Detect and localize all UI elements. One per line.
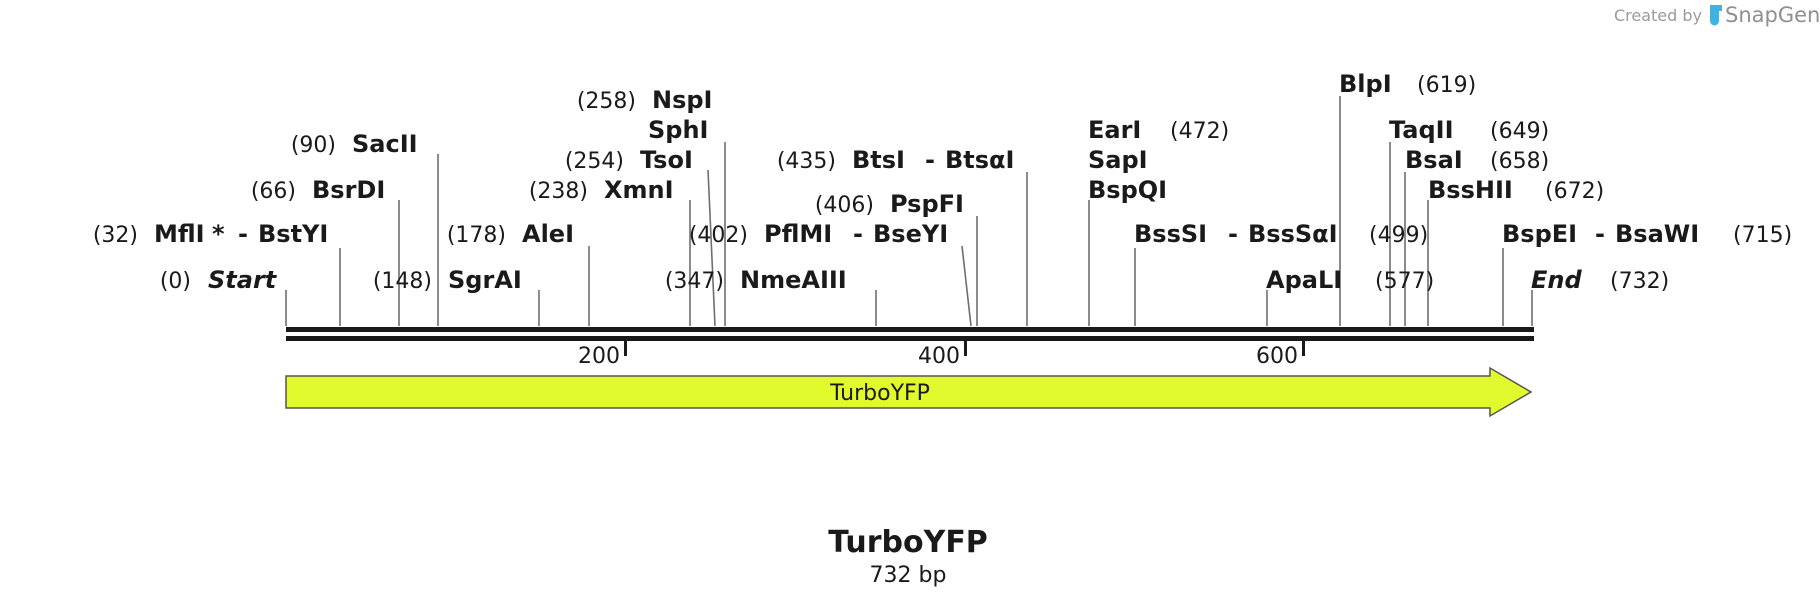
site-position: (472) [1170, 119, 1229, 144]
site-position: (715) [1733, 223, 1792, 248]
site-dash: - [925, 146, 935, 174]
sequence-title: TurboYFP [828, 525, 988, 560]
site-position: (90) [291, 133, 336, 158]
site-position: (649) [1490, 119, 1549, 144]
credit-text: Created by [1614, 6, 1702, 25]
site-enzyme-bspqi[interactable]: BspQI [1088, 176, 1167, 204]
site-position: (238) [529, 179, 588, 204]
site-enzyme-alei[interactable]: AleI [522, 220, 574, 248]
site-position: (258) [577, 89, 636, 114]
site-enzyme-sgrai[interactable]: SgrAI [448, 266, 522, 294]
site-position: (148) [373, 269, 432, 294]
feature-label: TurboYFP [829, 381, 930, 406]
site-dash: - [238, 220, 248, 248]
marker-position: (0) [160, 269, 191, 294]
site-position: (406) [815, 193, 874, 218]
marker-start[interactable]: Start [208, 266, 278, 294]
site-enzyme-xmni[interactable]: XmnI [604, 176, 674, 204]
site-position: (435) [777, 149, 836, 174]
site-enzyme-sphi[interactable]: SphI [648, 116, 708, 144]
cut-line-pflmi [961, 245, 972, 327]
snapgene-logo-icon [1710, 5, 1722, 26]
axis-ticks: 200 400 600 [578, 341, 1305, 369]
site-enzyme-btsai[interactable]: BtsαI [945, 146, 1014, 174]
site-enzyme-taqii[interactable]: TaqII [1389, 116, 1454, 144]
sequence-length: 732 bp [870, 563, 947, 588]
site-enzyme-bseyi[interactable]: BseYI [873, 220, 948, 248]
marker-end[interactable]: End [1531, 266, 1582, 294]
site-enzyme-nspi[interactable]: NspI [652, 86, 712, 114]
site-enzyme-pflmi[interactable]: PflMI [764, 220, 832, 248]
dna-backbone [286, 327, 1534, 341]
site-enzyme-btsi[interactable]: BtsI [852, 146, 905, 174]
site-enzyme-bsawi[interactable]: BsaWI [1615, 220, 1699, 248]
site-dash: - [1595, 220, 1605, 248]
site-enzyme-pspfi[interactable]: PspFI [890, 190, 964, 218]
site-position: (178) [447, 223, 506, 248]
cut-line-tsoi [707, 169, 716, 327]
site-enzyme-mfli[interactable]: MflI [154, 220, 205, 248]
site-position: (499) [1369, 223, 1428, 248]
site-enzyme-bsai[interactable]: BsaI [1405, 146, 1463, 174]
site-enzyme-bsrdi[interactable]: BsrDI [312, 176, 385, 204]
axis-tick-label: 400 [918, 344, 960, 369]
site-position: (658) [1490, 149, 1549, 174]
site-enzyme-sapi[interactable]: SapI [1088, 146, 1148, 174]
site-enzyme-bspei[interactable]: BspEI [1502, 220, 1577, 248]
site-enzyme-bstyi[interactable]: BstYI [258, 220, 328, 248]
site-enzyme-nmeaiii[interactable]: NmeAIII [740, 266, 847, 294]
site-enzyme-bsssi[interactable]: BssSI [1134, 220, 1207, 248]
site-position: (619) [1417, 73, 1476, 98]
site-position: (32) [93, 223, 138, 248]
site-dash: - [1228, 220, 1238, 248]
site-position: (347) [665, 269, 724, 294]
feature-arrow[interactable] [285, 366, 1533, 418]
site-position: (402) [689, 223, 748, 248]
site-enzyme-blpi[interactable]: BlpI [1339, 70, 1392, 98]
site-star-mark: * [212, 220, 225, 248]
site-enzyme-apali[interactable]: ApaLI [1266, 266, 1342, 294]
site-position: (66) [251, 179, 296, 204]
site-enzyme-bsssai[interactable]: BssSαI [1248, 220, 1338, 248]
cut-site-lines [285, 96, 1533, 327]
site-position: (254) [565, 149, 624, 174]
snapgene-brand: SnapGene [1725, 3, 1820, 27]
marker-position: (732) [1610, 269, 1669, 294]
site-enzyme-eari[interactable]: EarI [1088, 116, 1141, 144]
site-enzyme-sacii[interactable]: SacII [352, 130, 418, 158]
site-enzyme-tsoi[interactable]: TsoI [640, 146, 693, 174]
axis-tick-label: 600 [1256, 344, 1298, 369]
site-position: (672) [1545, 179, 1604, 204]
axis-tick-label: 200 [578, 344, 620, 369]
site-dash: - [853, 220, 863, 248]
site-position: (577) [1375, 269, 1434, 294]
site-enzyme-bsshii[interactable]: BssHII [1428, 176, 1513, 204]
